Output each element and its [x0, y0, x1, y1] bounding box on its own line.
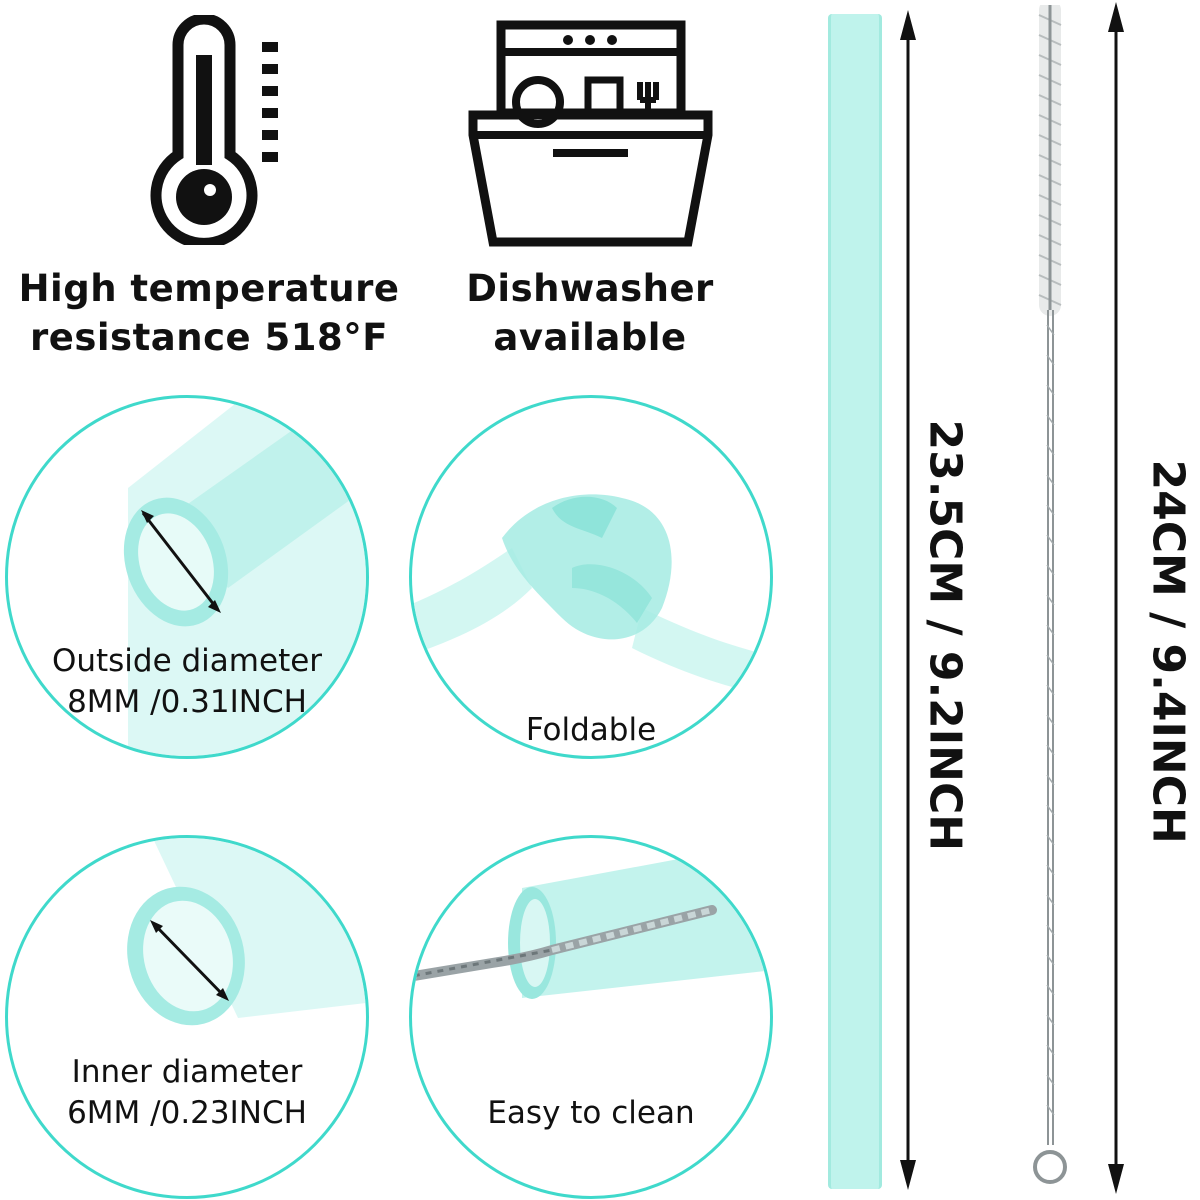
- inner-diameter-line-1: Inner diameter: [71, 1054, 303, 1090]
- dishwasher-feature-text: Dishwasher available: [420, 264, 760, 362]
- outside-diameter-text: Outside diameter 8MM /0.31INCH: [8, 641, 366, 723]
- brush-length-label: 24CM / 9.4INCH: [1142, 459, 1194, 844]
- foldable-text: Foldable: [412, 710, 770, 751]
- outside-diameter-line-1: Outside diameter: [51, 643, 323, 679]
- foldable-line-1: Foldable: [525, 712, 657, 748]
- temperature-feature-text: High temperature resistance 518°F: [0, 264, 418, 362]
- inner-diameter-line-2: 6MM /0.23INCH: [67, 1095, 307, 1131]
- dishwasher-line-1: Dishwasher: [466, 267, 714, 310]
- straw-length-label: 23.5CM / 9.2INCH: [919, 419, 971, 852]
- straw-length-arrow: [896, 10, 920, 1190]
- easy-clean-text: Easy to clean: [412, 1093, 770, 1134]
- dishwasher-line-2: available: [493, 316, 687, 359]
- inner-diameter-circle: Inner diameter 6MM /0.23INCH: [5, 835, 369, 1199]
- inner-diameter-text: Inner diameter 6MM /0.23INCH: [8, 1052, 366, 1134]
- easy-clean-circle: Easy to clean: [409, 835, 773, 1199]
- straw: [828, 14, 882, 1189]
- easy-clean-line-1: Easy to clean: [487, 1095, 695, 1131]
- outside-diameter-circle: Outside diameter 8MM /0.31INCH: [5, 395, 369, 759]
- dishwasher-icon: [468, 20, 713, 250]
- temperature-line-2: resistance 518°F: [30, 316, 388, 359]
- temperature-line-1: High temperature: [18, 267, 400, 310]
- outside-diameter-line-2: 8MM /0.31INCH: [67, 684, 307, 720]
- brush-length-arrow: [1104, 2, 1128, 1194]
- thermometer-icon: [150, 13, 290, 249]
- cleaning-brush: [1020, 0, 1080, 1195]
- foldable-circle: Foldable: [409, 395, 773, 759]
